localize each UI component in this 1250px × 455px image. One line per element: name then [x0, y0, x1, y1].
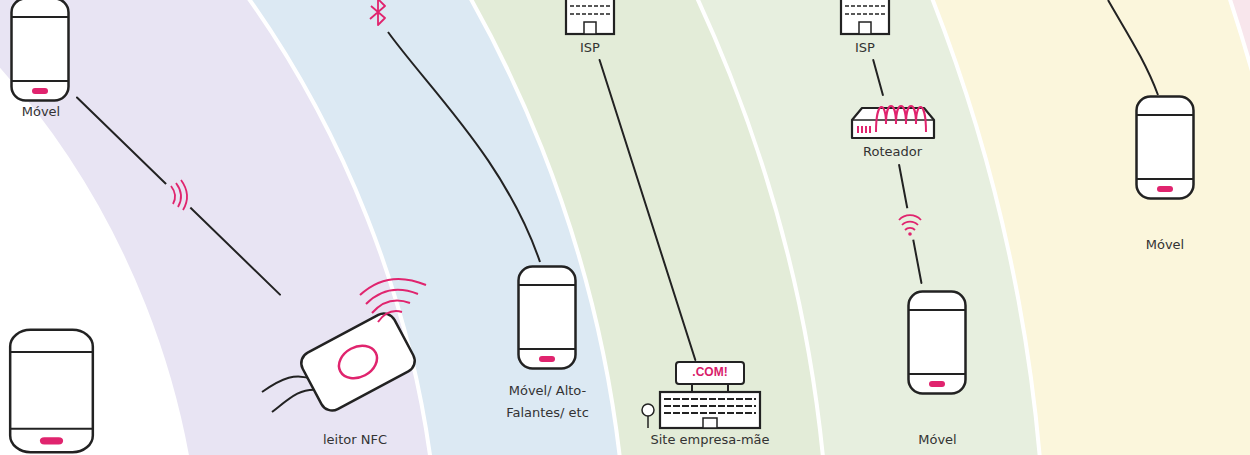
router-icon	[852, 106, 934, 138]
bluetooth-symbol	[370, 0, 385, 25]
wifi-symbol	[905, 228, 915, 230]
router-lights	[858, 126, 870, 133]
bluetooth-link-line	[388, 32, 540, 262]
wifi-symbol	[899, 215, 921, 220]
tree-top	[642, 404, 654, 416]
building-windows	[845, 6, 885, 14]
reader-body	[297, 309, 419, 414]
node-label: leitor NFC	[280, 432, 430, 448]
phone-node: Móvel	[895, 283, 980, 453]
nfc-wave	[366, 290, 418, 304]
nfc-symbol	[181, 180, 187, 210]
symbol-backing	[894, 208, 926, 240]
phone-icon	[1137, 97, 1194, 199]
band-lavender	[0, 0, 440, 455]
band-blue	[0, 0, 628, 455]
phone-icon-large	[10, 330, 93, 452]
reader-ring	[333, 339, 382, 384]
phone-icon	[519, 267, 576, 369]
isp-building	[566, 0, 614, 34]
nfc-wave	[372, 301, 410, 313]
isp-node: ISP	[560, 0, 620, 60]
wifi-symbol	[902, 222, 918, 225]
node-label: Móvel	[5, 104, 77, 120]
nfc-reader-icon	[297, 309, 419, 414]
node-label: Móvel	[895, 432, 980, 448]
router-signal	[876, 106, 926, 132]
isp-node: ISP	[835, 0, 895, 60]
building-door	[584, 22, 596, 34]
building-door	[703, 418, 717, 428]
tree-trunk	[647, 416, 649, 428]
link-line	[77, 97, 280, 294]
router-edge	[852, 119, 934, 121]
nfc-reader-node: leitor NFC	[280, 285, 430, 450]
phone-node: Móvel	[5, 0, 77, 125]
band-white	[0, 0, 200, 455]
building-windows	[664, 399, 756, 413]
phone-icon	[909, 292, 966, 394]
building-windows	[570, 6, 610, 14]
link-line	[600, 60, 696, 360]
building-door	[859, 22, 871, 34]
band-green	[0, 0, 830, 455]
reader-cable	[272, 390, 318, 412]
node-label: ISP	[835, 40, 895, 56]
nfc-symbol	[176, 183, 181, 207]
website-node: .COM! Site empresa-mãe	[640, 360, 780, 452]
building-body	[566, 0, 614, 34]
band-green-light	[0, 0, 1046, 455]
nfc-wave	[378, 311, 402, 322]
device-node: Móvel/ Alto-Falantes/ etc	[490, 262, 605, 452]
sign-text: .COM!	[640, 364, 780, 380]
link-line	[873, 60, 883, 95]
isp-building	[841, 0, 889, 34]
building-body	[660, 392, 760, 428]
cellular-link-line	[1108, 0, 1158, 95]
router-node: Roteador	[845, 95, 940, 165]
node-label: Móvel	[1125, 237, 1205, 253]
symbol-backing	[161, 179, 195, 213]
node-label: Móvel/ Alto-Falantes/ etc	[490, 380, 605, 424]
wifi-symbol	[908, 232, 912, 236]
phone-icon	[12, 0, 69, 101]
node-label: ISP	[560, 40, 620, 56]
router-body	[852, 108, 934, 138]
sign-post	[692, 384, 728, 392]
node-label: Roteador	[845, 144, 940, 160]
node-label: Site empresa-mãe	[640, 432, 780, 448]
phone-node: Móvel	[1125, 92, 1205, 257]
nfc-symbol	[171, 186, 175, 204]
nfc-wave	[360, 279, 426, 295]
building-body	[841, 0, 889, 34]
